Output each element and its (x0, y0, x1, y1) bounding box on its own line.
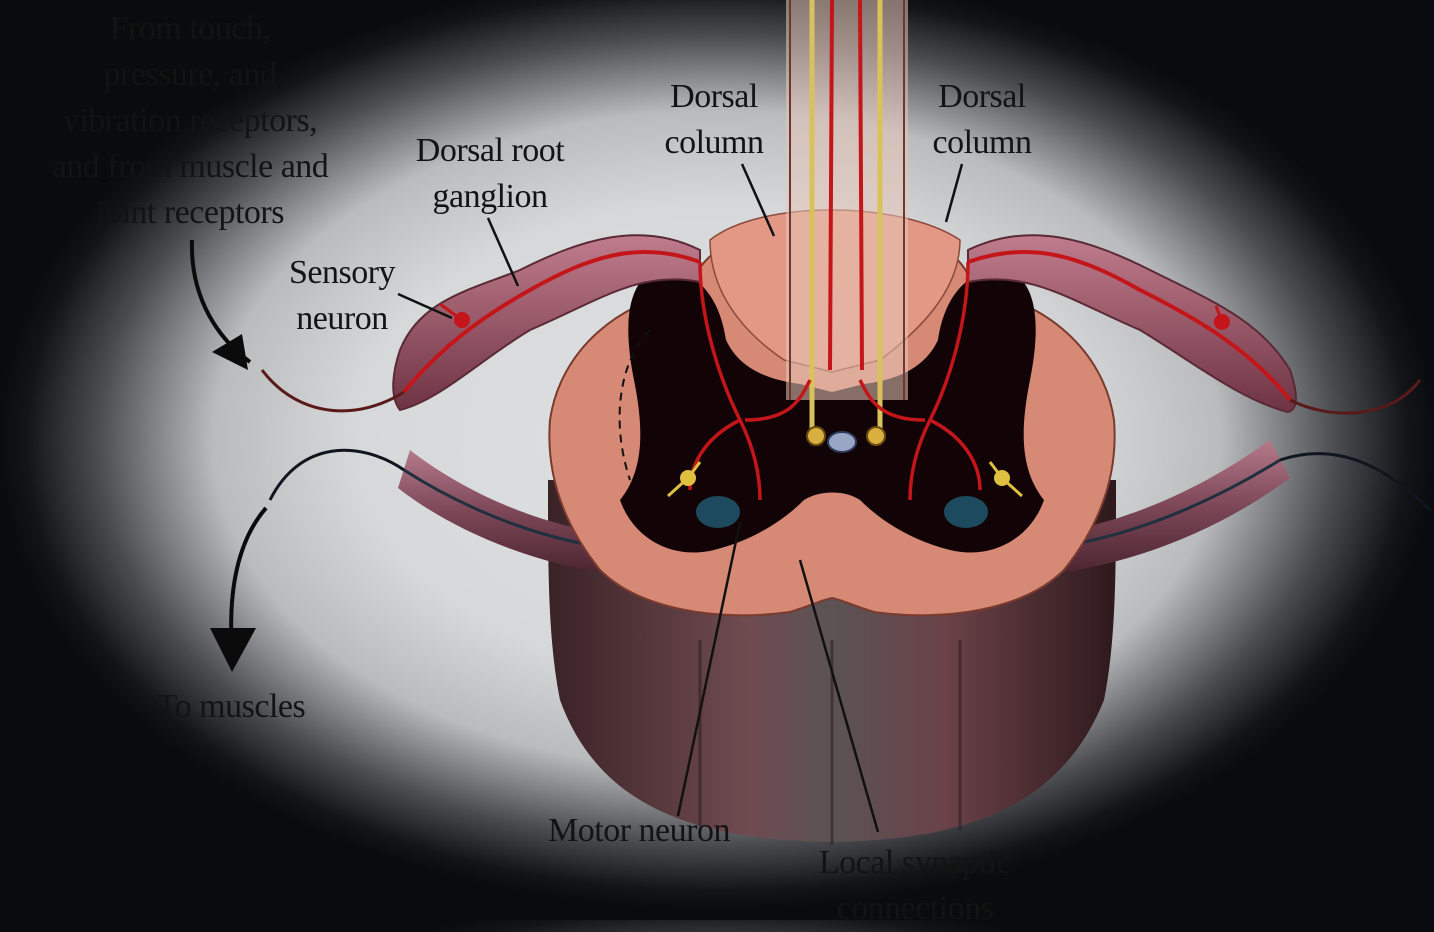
motor-pool-left (696, 496, 740, 528)
arrow-to-muscles (210, 508, 266, 672)
sensory-fiber-right (1290, 380, 1420, 413)
label-dorsal-root-ganglion: Dorsal root ganglion (388, 128, 592, 220)
dorsal-column-tract (786, 0, 908, 445)
motor-pool-right (944, 496, 988, 528)
label-dorsal-column-left: Dorsal column (638, 74, 790, 166)
sensory-fiber-left (262, 370, 404, 411)
label-sensory-neuron: Sensory neuron (266, 250, 418, 342)
label-to-muscles: To muscles (126, 684, 336, 730)
label-local-synaptic-connections: Local synaptic connections (780, 840, 1050, 932)
label-dorsal-column-right: Dorsal column (902, 74, 1062, 166)
label-from-touch: From touch, pressure, and vibration rece… (4, 6, 376, 236)
label-motor-neuron: Motor neuron (514, 808, 764, 854)
arrow-into-nerve (192, 240, 250, 370)
central-canal (828, 432, 856, 452)
